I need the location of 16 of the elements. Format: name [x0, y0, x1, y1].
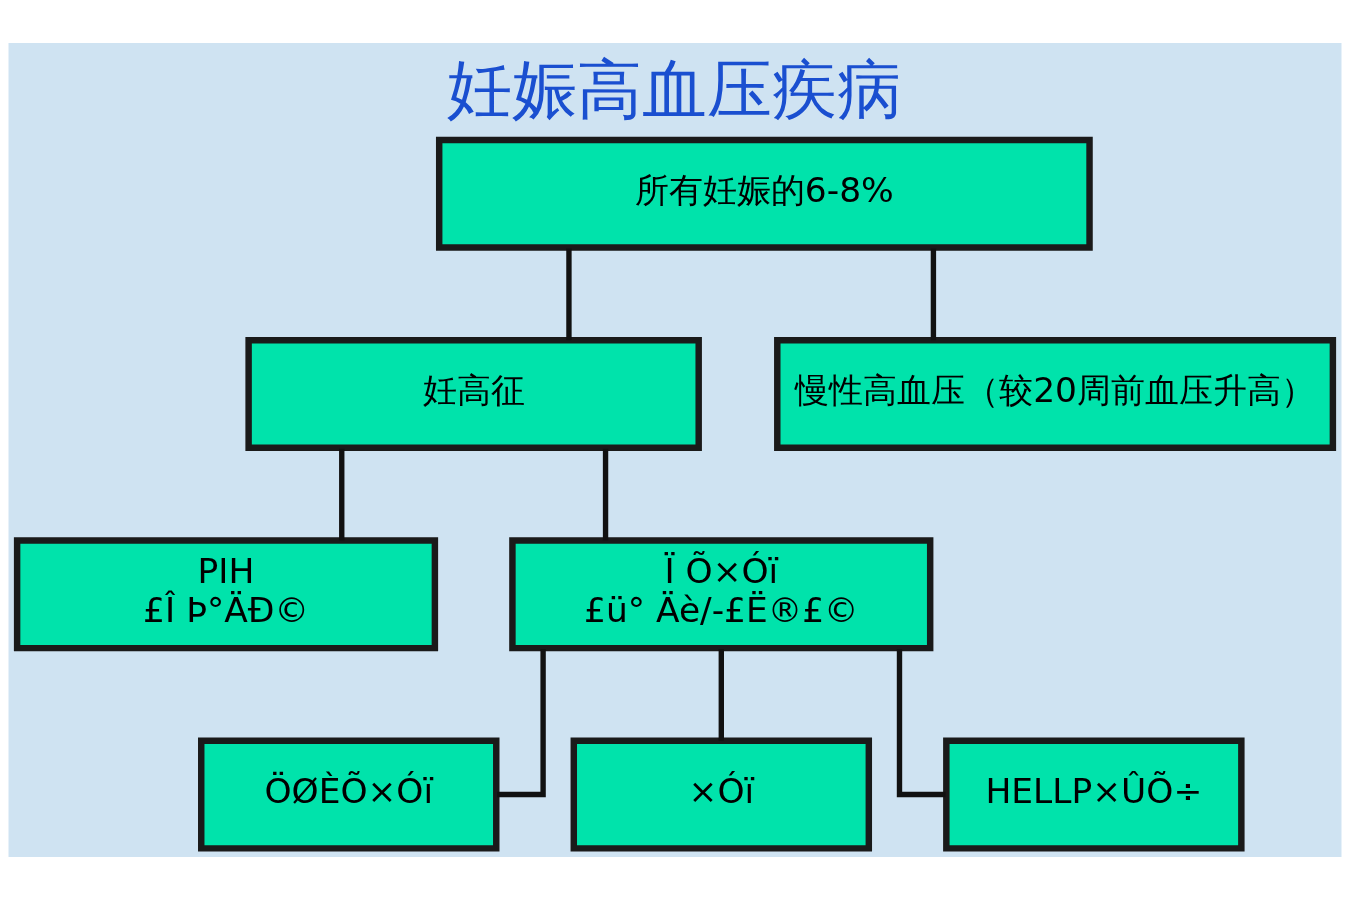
- connector: [930, 248, 937, 341]
- node-box: 慢性高血压（较20周前血压升高）: [774, 336, 1337, 452]
- connector: [497, 649, 546, 798]
- node-box: Ï Õ×Óï £ü° Äè/-£Ë®£©: [509, 537, 934, 652]
- connector: [718, 649, 724, 741]
- connector: [339, 448, 345, 541]
- connector: [896, 649, 946, 798]
- connector: [566, 248, 572, 341]
- node-box: ×Óï: [570, 737, 873, 852]
- diagram-title: 妊娠高血压疾病: [447, 51, 903, 127]
- node-box: HELLP×ÛÕ÷: [943, 737, 1245, 852]
- node-box: 妊高征: [245, 336, 702, 452]
- node-box: 所有妊娠的6-8%: [435, 136, 1093, 251]
- node-box: ÖØÈÕ×Óï: [198, 737, 500, 852]
- node-box: PIH £Î Þ°ÄÐ©: [13, 537, 439, 652]
- connector: [602, 448, 609, 541]
